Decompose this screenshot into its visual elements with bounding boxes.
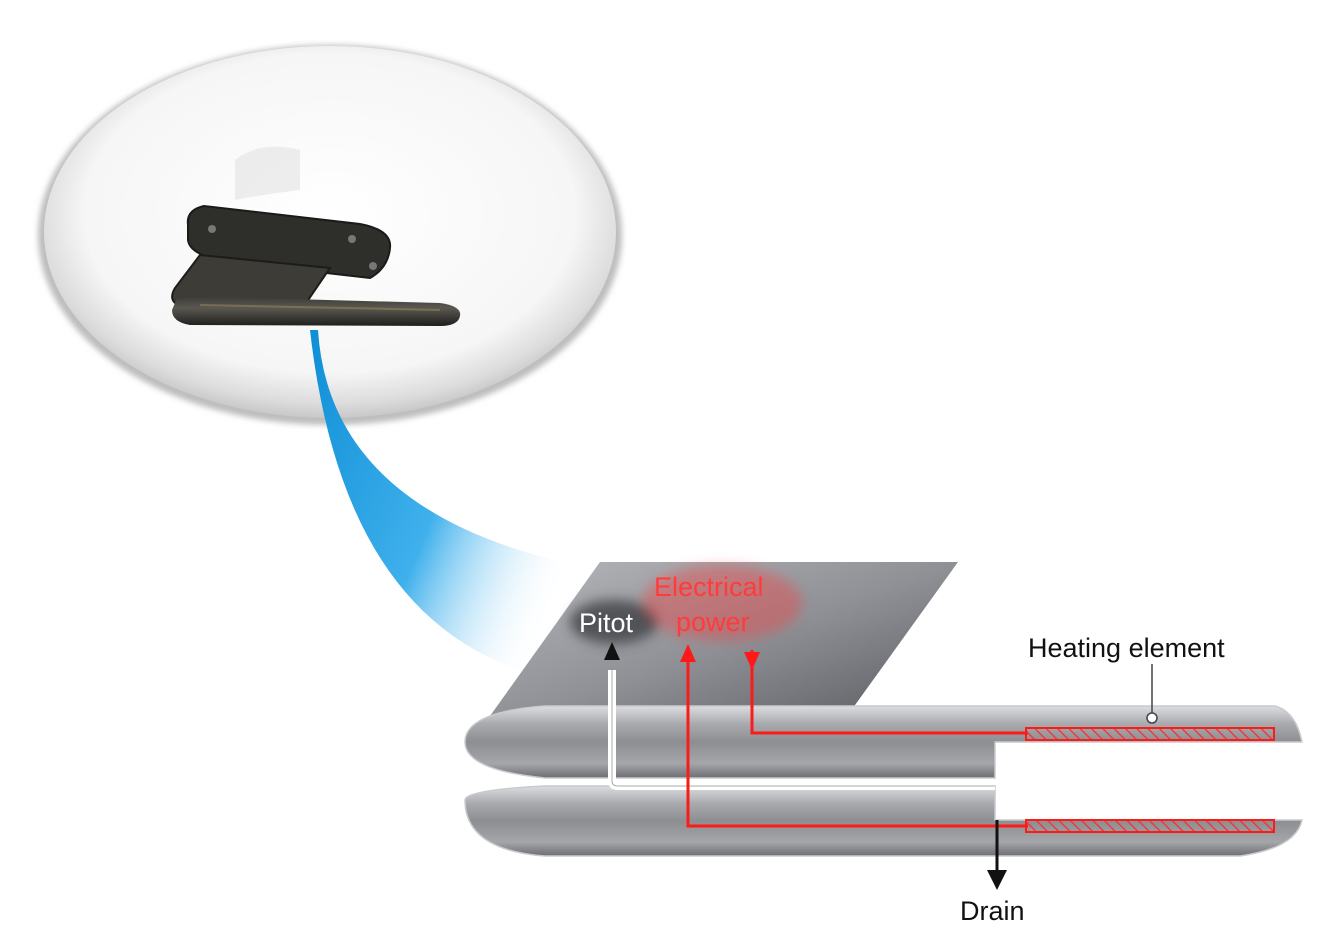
connector-sweep: [310, 330, 600, 680]
flange-screw-1: [208, 225, 216, 233]
drain-arrow-head: [987, 870, 1007, 890]
power-wire-out: [686, 652, 1028, 828]
power-out-arrow-head: [680, 644, 696, 662]
flange-screw-3: [369, 262, 377, 270]
power-in-arrow-head: [744, 652, 760, 670]
pitot-label-glow: [570, 600, 658, 644]
heating-element-leader-dot: [1146, 712, 1158, 724]
pitot-channel-outline: [611, 670, 995, 787]
power-wire-in: [750, 650, 1028, 735]
heating-coil-upper: [1025, 727, 1275, 741]
electrical-label-glow: [642, 565, 802, 641]
flange-screw-2: [348, 235, 356, 243]
probe-cutaway: [464, 562, 1303, 890]
electrical-label-line2: power: [676, 607, 750, 637]
drain-label: Drain: [960, 896, 1025, 926]
probe-stub-highlight: [199, 304, 441, 311]
electrical-label-line1: Electrical: [654, 572, 764, 602]
photo-reflection: [235, 146, 300, 200]
photo-inset: [38, 45, 622, 425]
probe-stub: [172, 296, 461, 326]
tube-upper-half: [464, 705, 1303, 779]
pitot-arrow-head: [604, 642, 620, 660]
heating-coil-lower: [1025, 819, 1275, 833]
tube-lower-half: [464, 785, 1303, 857]
pitot-label: Pitot: [579, 608, 634, 638]
pitot-channel: [608, 670, 995, 790]
heating-element-label: Heating element: [1028, 633, 1225, 663]
